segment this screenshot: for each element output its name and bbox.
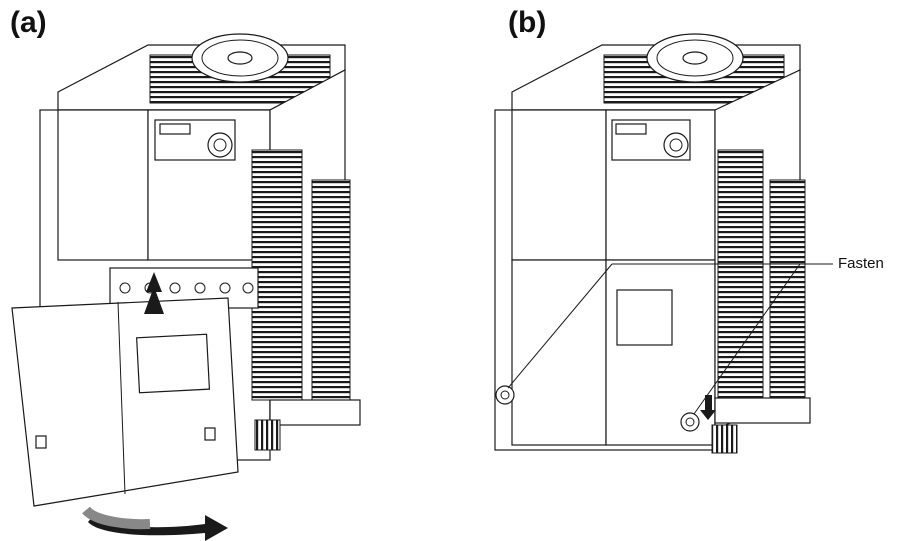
- inverter-b-side-vents-1: [717, 149, 764, 406]
- panel-a-label: (a): [10, 6, 47, 39]
- screw-right-icon: [680, 412, 700, 432]
- panel-b-label: (b): [508, 6, 547, 39]
- inverter-b-display: [615, 123, 647, 135]
- arrow-up-icon: [144, 272, 164, 314]
- inverter-b-lower-left-cover: [511, 259, 607, 446]
- inverter-a-side-vents-1: [251, 149, 303, 401]
- arrow-remove-icon: [88, 515, 228, 541]
- front-cover-removed: [11, 297, 239, 507]
- inverter-a-display: [159, 123, 191, 135]
- inverter-b-side-vents-2: [769, 179, 806, 401]
- inverter-a-base: [269, 399, 361, 426]
- fasten-callout-label: Fasten: [838, 255, 884, 272]
- inverter-a-fan-hub: [227, 51, 253, 65]
- inverter-a-left-cover: [57, 109, 149, 261]
- inverter-b-fan-hub: [682, 51, 708, 65]
- inverter-b-base: [714, 397, 811, 424]
- inverter-a-fan-ring: [201, 39, 279, 77]
- arrow-remove-shadow: [82, 506, 151, 530]
- cover-a-hook-right: [204, 427, 216, 441]
- cover-a-hook-left: [35, 435, 47, 449]
- inverter-a-bottom-grille: [254, 419, 281, 451]
- inverter-b-lower-right-cover: [605, 259, 716, 446]
- inverter-a-side-vents-2: [311, 179, 351, 401]
- inverter-b-cover-window: [616, 289, 673, 346]
- inverter-b-upper-left-cover: [511, 109, 607, 261]
- inverter-b-dial: [663, 132, 689, 158]
- callout-leader-left: [507, 263, 613, 389]
- screw-left-icon: [495, 385, 515, 405]
- inverter-b: [494, 33, 811, 454]
- inverter-a-dial: [207, 132, 233, 158]
- inverter-b-bottom-grille: [711, 424, 738, 454]
- callout-leader-right: [693, 263, 801, 415]
- cover-a-window: [136, 333, 211, 394]
- arrow-fasten-icon: [700, 395, 716, 420]
